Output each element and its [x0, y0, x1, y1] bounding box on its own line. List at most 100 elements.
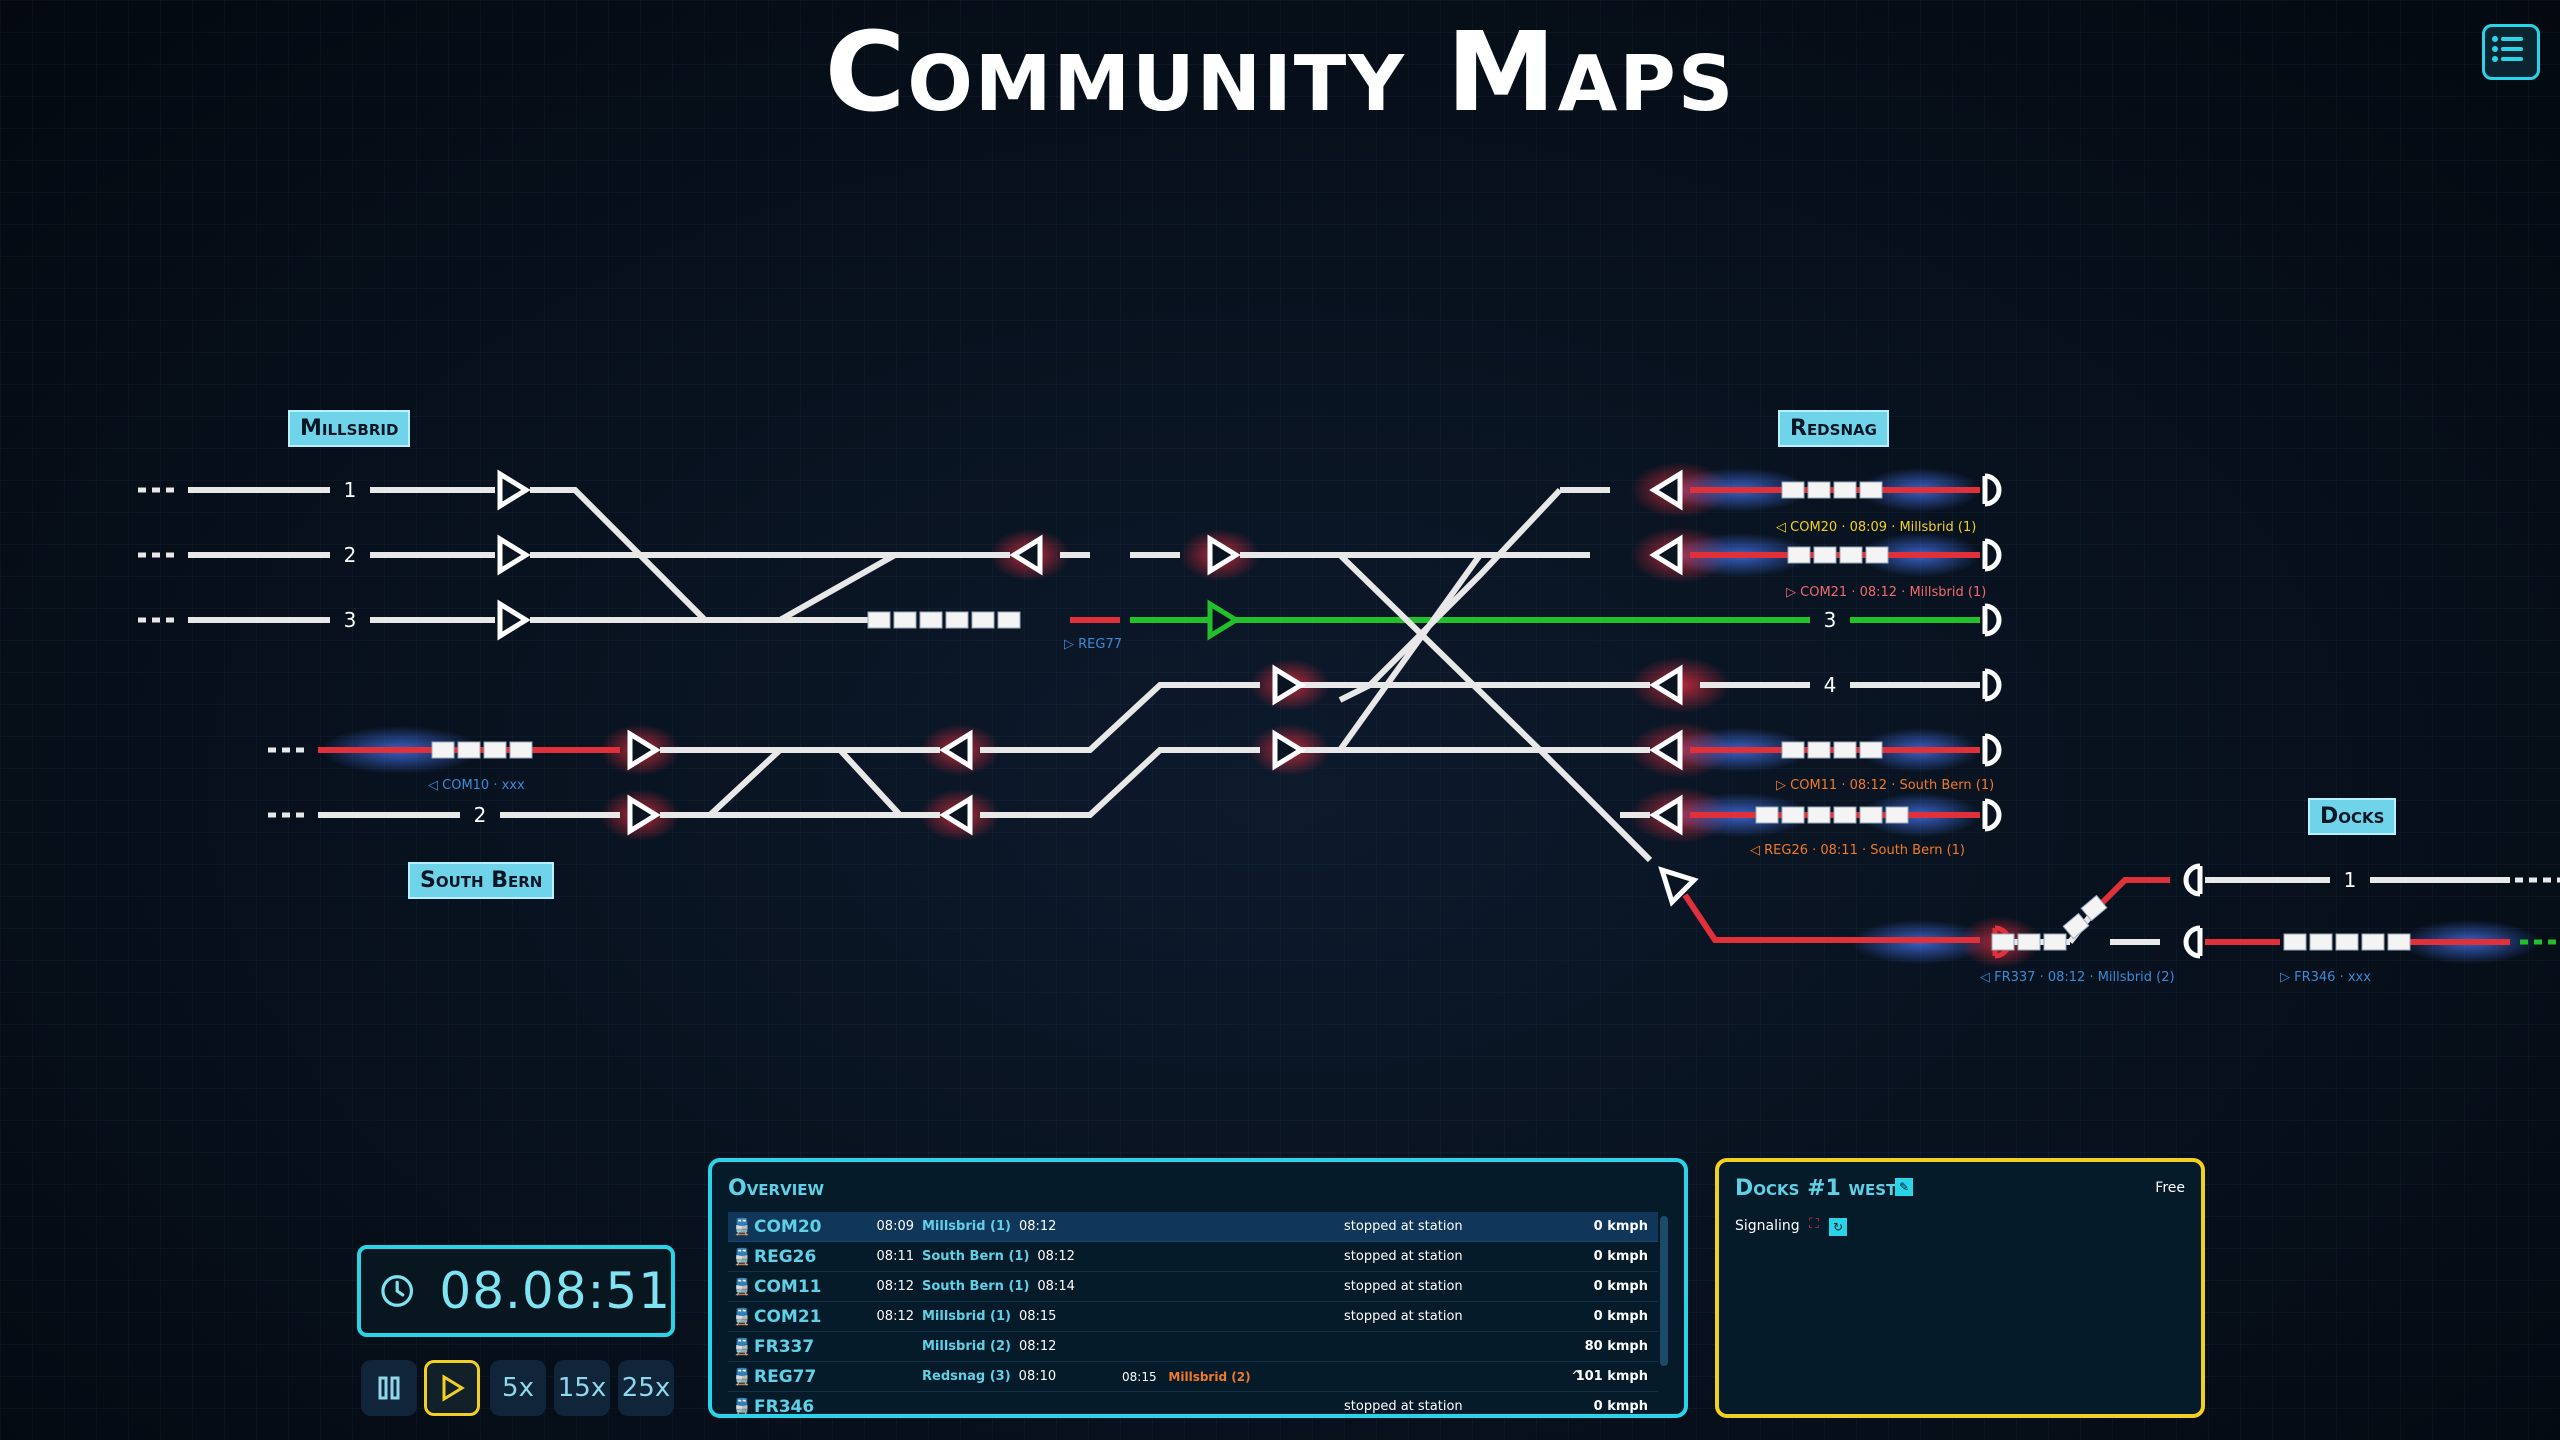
buffer-stops — [1982, 473, 2203, 959]
departure-time: 08:15 — [1018, 1309, 1057, 1324]
station-label-redsnag[interactable]: Redsnag — [1778, 410, 1889, 447]
train-label-com20: ◁ COM20 · 08:09 · Millsbrid (1) — [1776, 520, 1976, 535]
trains[interactable] — [431, 481, 2411, 951]
overview-row[interactable]: 🚆 REG77 Redsnag (3) 08:10 08:15 Millsbri… — [728, 1362, 1658, 1392]
signal-redsnag-1 — [1649, 469, 1683, 511]
train-label-reg77: ▷ REG77 — [1064, 637, 1122, 652]
play-button[interactable] — [424, 1360, 480, 1416]
train-icon: 🚆 — [732, 1337, 752, 1356]
overview-row[interactable]: 🚆 REG26 08:11 South Bern (1) 08:12 stopp… — [728, 1242, 1658, 1272]
track-number: 1 — [344, 478, 357, 502]
station-label-millsbrid[interactable]: Millsbrid — [288, 410, 411, 447]
station-name: Millsbrid (1) — [922, 1309, 1011, 1324]
train-id: REG26 — [754, 1246, 817, 1267]
central-tracks — [1240, 487, 1980, 863]
overview-scrollbar[interactable] — [1660, 1216, 1668, 1366]
station-name: Millsbrid (1) — [922, 1219, 1011, 1234]
overview-list: 🚆 COM20 08:09 Millsbrid (1) 08:12 stoppe… — [728, 1212, 1658, 1416]
station-label-south-bern[interactable]: South Bern — [408, 862, 555, 899]
millsbrid-tracks — [138, 487, 1980, 623]
signal-4-in — [1272, 664, 1306, 706]
signal-green — [1207, 599, 1241, 641]
signal-redsnag-6 — [1649, 794, 1683, 836]
speed-5x-button[interactable]: 5x — [490, 1360, 546, 1416]
signal-sb-return-1 — [939, 729, 973, 771]
speed-text: 0 kmph — [1593, 1279, 1648, 1294]
track-number: 2 — [344, 543, 357, 567]
train-label-fr337: ◁ FR337 · 08:12 · Millsbrid (2) — [1980, 970, 2175, 985]
clock-time: 08.08:51 — [439, 1262, 671, 1320]
detail-state: Free — [2155, 1180, 2185, 1196]
overview-row[interactable]: 🚆 COM11 08:12 South Bern (1) 08:14 stopp… — [728, 1272, 1658, 1302]
station-name: Redsnag (3) — [922, 1369, 1011, 1384]
next-stop: 08:15 Millsbrid (2) — [1122, 1370, 1251, 1384]
edit-icon[interactable]: ✎ — [1895, 1178, 1913, 1196]
refresh-icon[interactable]: ↻ — [1829, 1218, 1847, 1236]
speed-15x-button[interactable]: 15x — [554, 1360, 610, 1416]
menu-button[interactable] — [2482, 24, 2540, 80]
train-reg26 — [1755, 806, 1909, 824]
train-id: COM11 — [754, 1276, 822, 1297]
train-label-com21: ▷ COM21 · 08:12 · Millsbrid (1) — [1786, 585, 1986, 600]
pause-button[interactable] — [361, 1360, 417, 1416]
signal-millsbrid-1 — [497, 469, 531, 511]
train-fr337 — [1991, 894, 2108, 951]
train-label-reg26: ◁ REG26 · 08:11 · South Bern (1) — [1750, 843, 1965, 858]
signals[interactable] — [497, 469, 1699, 907]
signal-redsnag-4 — [1649, 664, 1683, 706]
arrival-time: 08:12 — [876, 1309, 914, 1324]
signal-docks-branch — [1658, 866, 1699, 907]
train-icon: 🚆 — [732, 1277, 752, 1296]
arrival-time: 08:11 — [876, 1249, 914, 1264]
next-station: Millsbrid (2) — [1168, 1369, 1251, 1384]
train-com10 — [431, 741, 533, 759]
train-icon: 🚆 — [732, 1217, 752, 1236]
speed-text: 0 kmph — [1593, 1399, 1648, 1414]
train-label-fr346: ▷ FR346 · xxx — [2280, 970, 2371, 985]
signal-redsnag-2 — [1649, 534, 1683, 576]
track-number: 1 — [2344, 868, 2357, 892]
speed-text: 80 kmph — [1584, 1339, 1648, 1354]
accelerating-icon: ^ — [1571, 1369, 1582, 1384]
train-id: COM21 — [754, 1306, 822, 1327]
train-label-com10: ◁ COM10 · xxx — [428, 778, 525, 793]
detail-title: Docks #1 west — [1735, 1176, 1897, 1201]
south-bern-tracks — [268, 682, 1260, 818]
arrival-time: 08:12 — [876, 1279, 914, 1294]
station-name: South Bern (1) — [922, 1279, 1030, 1294]
track-numbers: 1 2 3 3 4 2 1 — [344, 478, 2357, 892]
list-icon — [2492, 36, 2523, 62]
speed-25x-button[interactable]: 25x — [618, 1360, 674, 1416]
departure-time: 08:12 — [1037, 1249, 1075, 1264]
signal-south-bern-2 — [627, 794, 661, 836]
departure-time: 08:14 — [1037, 1279, 1075, 1294]
station-label-docks[interactable]: Docks — [2308, 798, 2397, 835]
overview-row[interactable]: 🚆 FR337 Millsbrid (2) 08:12 80 kmph — [728, 1332, 1658, 1362]
train-com20 — [1781, 481, 1883, 499]
arrival-time: 08:09 — [876, 1219, 914, 1234]
train-labels: ◁ COM20 · 08:09 · Millsbrid (1) ▷ COM21 … — [428, 520, 2371, 985]
signal-detail-panel: Docks #1 west ✎ Free Signaling ⛶ ↻ — [1715, 1158, 2205, 1418]
overview-row[interactable]: 🚆 COM20 08:09 Millsbrid (1) 08:12 stoppe… — [728, 1212, 1658, 1242]
signal-glows — [320, 462, 2540, 968]
departure-time: 08:12 — [1018, 1339, 1057, 1354]
clock-panel: 08.08:51 — [357, 1245, 675, 1337]
overview-title: Overview — [728, 1176, 825, 1201]
status-text: stopped at station — [1344, 1309, 1463, 1324]
departure-time: 08:10 — [1018, 1369, 1057, 1384]
speed-text: 0 kmph — [1593, 1249, 1648, 1264]
overview-row[interactable]: 🚆 COM21 08:12 Millsbrid (1) 08:15 stoppe… — [728, 1302, 1658, 1332]
signaling-label: Signaling — [1735, 1218, 1800, 1234]
train-icon: 🚆 — [732, 1397, 752, 1416]
signal-millsbrid-3 — [497, 599, 531, 641]
signal-5-in — [1272, 729, 1306, 771]
overview-row[interactable]: 🚆 FR346 stopped at station 0 kmph — [728, 1392, 1658, 1416]
page-title: Community Maps — [824, 8, 1736, 136]
status-text: stopped at station — [1344, 1279, 1463, 1294]
track-number: 2 — [474, 803, 487, 827]
track-number: 4 — [1824, 673, 1837, 697]
status-text: stopped at station — [1344, 1399, 1463, 1414]
signal-south-bern-1 — [627, 729, 661, 771]
lock-icon[interactable]: ⛶ — [1809, 1216, 1819, 1232]
